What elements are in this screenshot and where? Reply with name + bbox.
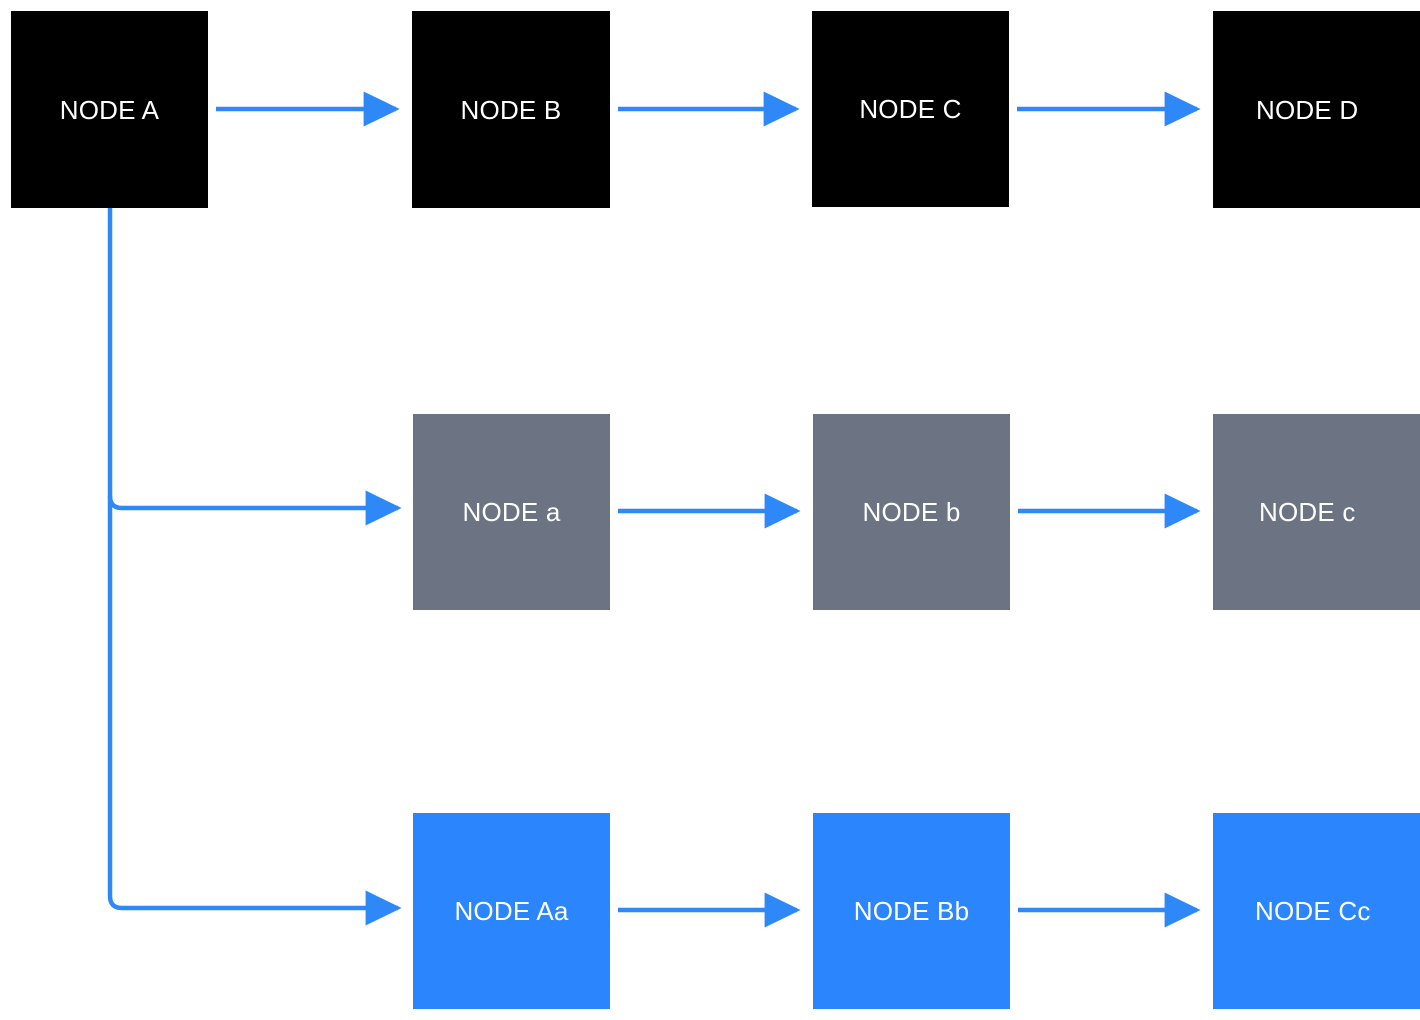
edge-node-a-to-node-a-lower bbox=[107, 490, 402, 526]
node-node-b-lower[interactable]: NODE b bbox=[813, 414, 1010, 610]
node-node-a[interactable]: NODE A bbox=[11, 11, 208, 208]
node-label: NODE b bbox=[862, 497, 961, 527]
node-label: NODE C bbox=[859, 94, 962, 124]
node-label: NODE A bbox=[59, 94, 160, 125]
node-node-aa[interactable]: NODE Aa bbox=[413, 813, 610, 1009]
edge-trunk-from-node-a bbox=[107, 208, 402, 926]
node-label: NODE Bb bbox=[853, 896, 970, 926]
node-label: NODE D bbox=[1256, 94, 1359, 125]
node-label: NODE Aa bbox=[454, 896, 569, 926]
node-node-b[interactable]: NODE B bbox=[412, 11, 610, 208]
node-node-c[interactable]: NODE C bbox=[812, 11, 1009, 207]
node-label: NODE a bbox=[462, 497, 561, 527]
node-node-bb[interactable]: NODE Bb bbox=[813, 813, 1010, 1009]
node-node-c-lower[interactable]: NODE c bbox=[1213, 414, 1420, 610]
node-node-cc[interactable]: NODE Cc bbox=[1213, 813, 1420, 1009]
node-node-a-lower[interactable]: NODE a bbox=[413, 414, 610, 610]
node-label: NODE Cc bbox=[1255, 896, 1371, 926]
node-label: NODE B bbox=[460, 94, 562, 125]
node-node-d[interactable]: NODE D bbox=[1213, 11, 1420, 208]
node-label: NODE c bbox=[1259, 497, 1356, 527]
